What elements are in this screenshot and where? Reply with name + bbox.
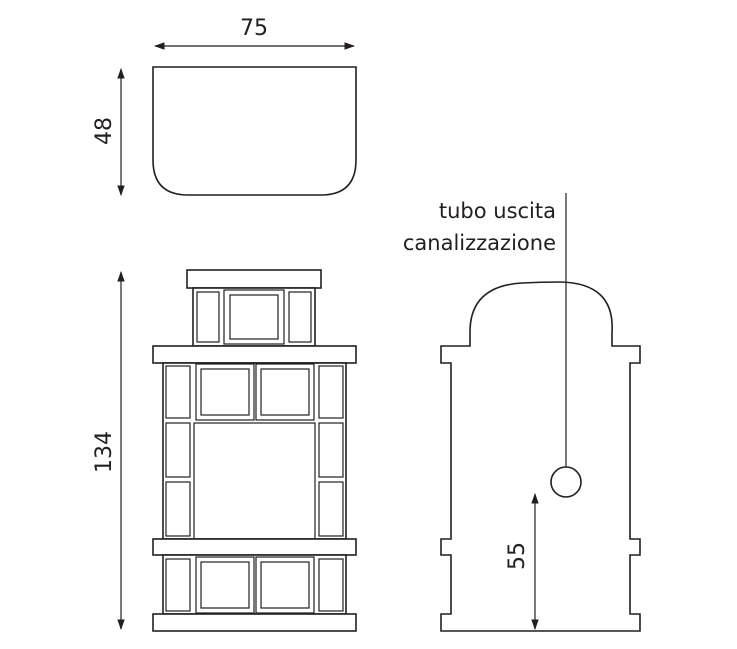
depth-dimension: 48 <box>92 67 125 197</box>
front-lower-cornice <box>152 538 357 556</box>
outlet-pipe-circle <box>550 466 582 498</box>
top-view-outline <box>152 66 357 196</box>
front-plinth <box>152 613 357 632</box>
outlet-label-line2: canalizzazione <box>403 231 556 255</box>
total-height-dimension: 134 <box>92 270 125 631</box>
front-top-cap <box>186 269 322 289</box>
width-dimension: 75 <box>153 16 356 50</box>
depth-dimension-label: 48 <box>92 117 117 145</box>
front-view <box>152 269 357 632</box>
back-view <box>440 281 641 632</box>
outlet-height-dimension-label: 55 <box>505 542 530 570</box>
total-height-dimension-label: 134 <box>92 431 117 473</box>
top-view <box>152 66 357 196</box>
front-upper-module <box>192 287 316 347</box>
outlet-label: tubo uscita canalizzazione <box>370 193 560 263</box>
outlet-height-dimension: 55 <box>505 492 539 631</box>
back-view-outline <box>440 281 641 632</box>
outlet-label-line1: tubo uscita <box>439 199 556 223</box>
outlet-pipe <box>550 193 582 498</box>
width-dimension-label: 75 <box>240 16 268 41</box>
front-middle-cornice <box>152 345 357 364</box>
